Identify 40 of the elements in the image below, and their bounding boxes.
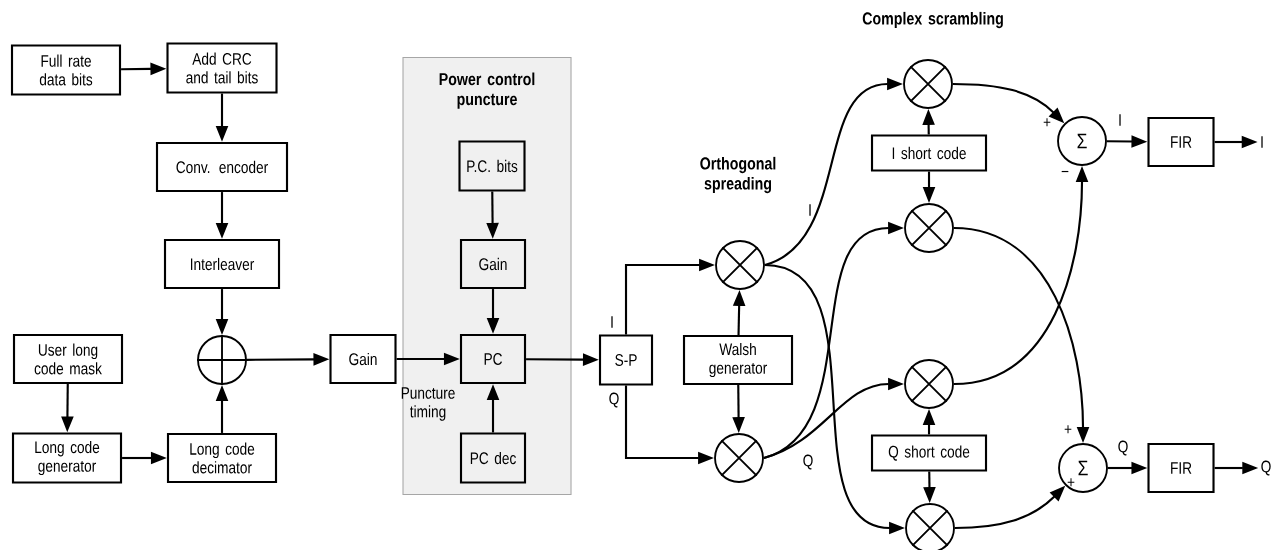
edge-label: + [1067,478,1075,487]
edge-label: I [1119,114,1121,126]
process-box: Gain [459,238,527,290]
edge-label: + [1043,118,1051,127]
process-box: P.C. bits [458,140,526,192]
multiplier-symbol [903,59,953,109]
edge-label: − [1061,170,1069,173]
process-box: I short code [870,134,988,172]
edge-label: Puncture timing [401,387,455,421]
process-box: FIR [1147,116,1215,168]
edge-label: + [1064,425,1072,434]
edge-label: Q [609,392,619,408]
multiplier-symbol [715,240,765,290]
edge-label: I [611,316,613,328]
multiplier-symbol [905,503,955,550]
process-box: Conv. encoder [155,141,289,193]
process-box: Interleaver [163,238,281,290]
edge-label: Q [803,454,813,470]
process-box: User long code mask [12,333,124,385]
process-box: Long code generator [11,432,123,484]
output-label: Q [1261,460,1271,476]
process-box: Walsh generator [682,334,794,386]
process-box: PC dec [459,432,527,484]
process-box: Full rate data bits [10,44,122,96]
output-label: I [1261,136,1263,148]
edge-label: I [809,204,811,216]
multiplier-symbol [714,433,764,483]
adder-symbol [196,334,248,386]
section-heading: Orthogonal spreading [700,156,776,194]
section-heading: Complex scrambling [862,11,1003,29]
process-box: PC [459,333,527,385]
process-box: Long code decimator [166,432,278,484]
multiplier-symbol [904,203,954,253]
process-box: Gain [329,333,397,385]
process-box: Q short code [870,434,988,472]
process-box: Add CRC and tail bits [166,42,278,94]
process-box: S-P [598,334,654,386]
multiplier-symbol [904,359,954,409]
edge-label: Q [1118,440,1128,456]
process-box: FIR [1147,442,1215,494]
